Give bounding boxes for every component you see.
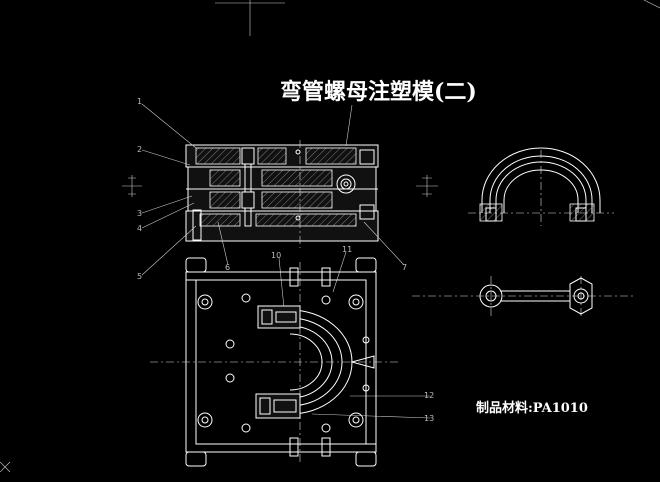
part-plan-view	[412, 276, 634, 316]
callout-3: 3	[137, 209, 142, 218]
callout-10: 10	[271, 251, 281, 260]
material-label: 制品材料:PA1010	[476, 400, 588, 416]
drawing-title: 弯管螺母注塑模(二)	[280, 79, 477, 105]
section-side-marks	[122, 175, 438, 197]
callout-7: 7	[402, 263, 407, 272]
callout-6: 6	[225, 263, 230, 272]
callout-2: 2	[137, 145, 142, 154]
callout-4: 4	[137, 224, 142, 233]
section-view	[185, 140, 379, 248]
callout-1: 1	[137, 97, 142, 106]
callout-13: 13	[424, 414, 434, 423]
callout-11: 11	[342, 245, 352, 254]
plan-view	[150, 257, 400, 467]
callout-numbers: 1 2 3 4 5 6 7 10 11 12 13	[137, 97, 434, 423]
callout-leaders	[141, 103, 431, 419]
part-front-view	[468, 147, 614, 226]
top-center-mark	[215, 0, 285, 36]
callout-5: 5	[137, 272, 142, 281]
callout-12: 12	[424, 391, 434, 400]
